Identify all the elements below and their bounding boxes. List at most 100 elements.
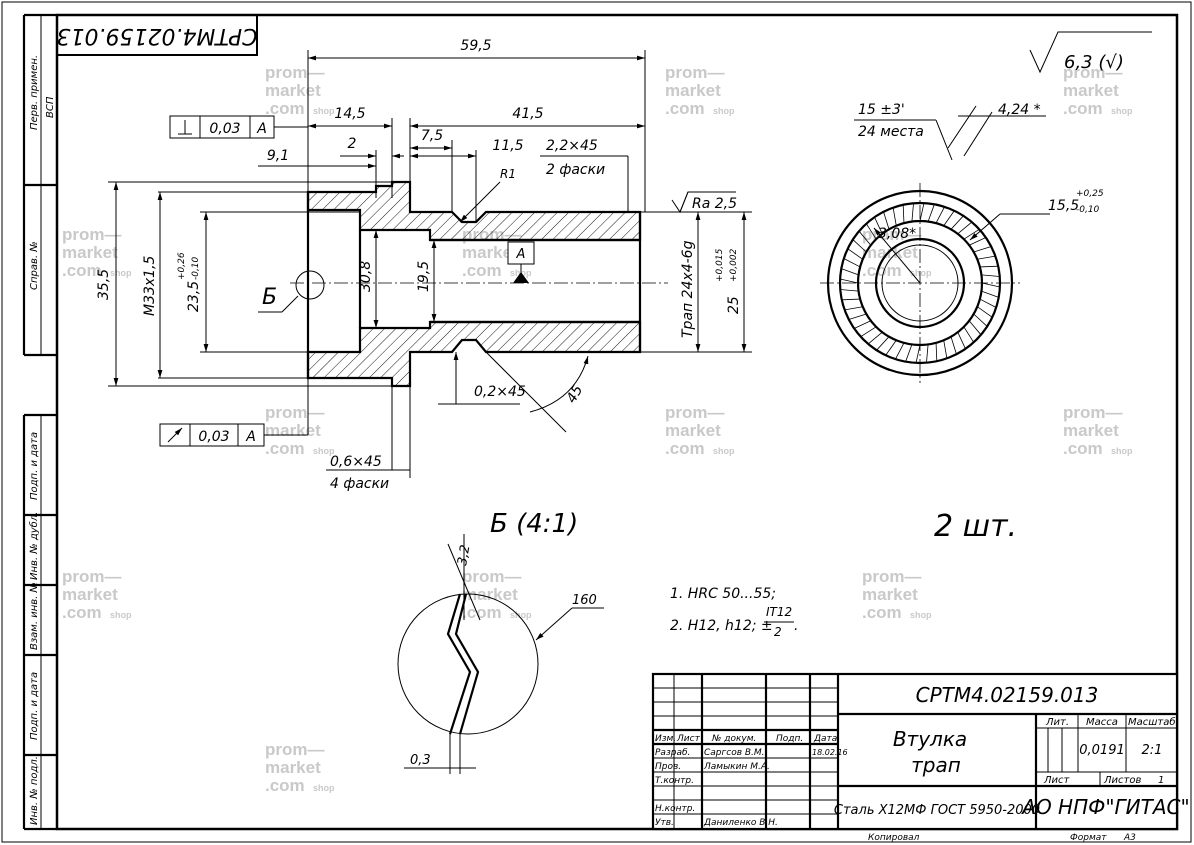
gear-tooth	[876, 336, 890, 351]
detail-view-b: Б (4:1) 3,2 160 0,3	[397, 509, 604, 774]
svg-text:.com: .com	[862, 261, 902, 280]
gear-tooth	[911, 203, 914, 222]
dim-chamfer-2-2: 2,2×45	[546, 138, 598, 154]
watermark: prom— market .com shop	[1063, 403, 1133, 458]
dim-11-5: 11,5	[492, 138, 523, 154]
gear-tooth	[981, 282, 1000, 288]
watermark: prom— market .com shop	[665, 63, 735, 118]
dim-7-5: 7,5	[421, 128, 443, 144]
gear-tooth	[919, 203, 925, 222]
gear-tooth	[935, 342, 938, 362]
title-name-line2: трап	[911, 753, 961, 777]
svg-text:Утв.: Утв.	[655, 818, 674, 828]
svg-text:shop: shop	[713, 106, 735, 116]
gear-tooth	[977, 306, 993, 318]
gear-tooth	[979, 265, 999, 268]
svg-text:.com: .com	[665, 439, 705, 458]
watermark: prom— market .com shop	[862, 567, 932, 622]
dim-23-5-tol-up: +0,26	[177, 252, 187, 280]
svg-text:Пров.: Пров.	[655, 762, 681, 772]
roughness-general-text: 6,3 (√)	[1064, 52, 1124, 73]
section-lower-half	[306, 320, 642, 388]
svg-text:Подп.: Подп.	[776, 734, 803, 744]
dim-35-5: 35,5	[96, 269, 112, 300]
note-1: 1. HRC 50...55;	[670, 586, 776, 602]
dim-30-8: 30,8	[358, 261, 374, 292]
svg-text:prom—: prom—	[265, 403, 325, 422]
svg-text:shop: shop	[910, 610, 932, 620]
svg-text:0,03: 0,03	[209, 121, 240, 137]
dim-25: 25	[726, 296, 742, 314]
dim-angle-15: 15 ±3'	[858, 102, 905, 118]
gear-tooth	[902, 204, 905, 224]
gear-tooth	[969, 237, 986, 246]
gear-tooth	[963, 326, 975, 343]
svg-text:market: market	[462, 243, 518, 262]
detail-dim-3-2: 3,2	[455, 544, 473, 567]
dim-places-24: 24 места	[858, 124, 924, 140]
gear-tooth	[883, 211, 890, 230]
gear-tooth	[885, 340, 897, 356]
svg-text:shop: shop	[313, 106, 335, 116]
svg-text:.com: .com	[1063, 439, 1103, 458]
title-block: Изм. Лист № докум. Подп. Дата Разраб. Са…	[651, 672, 1190, 831]
svg-text:Т.контр.: Т.контр.	[655, 776, 694, 786]
dim-15-5: 15,5	[1048, 198, 1079, 214]
dim-15-5-tol-up: +0,25	[1076, 189, 1104, 199]
svg-text:Лист: Лист	[1043, 775, 1071, 786]
kopiroval-label: Копировал	[868, 833, 920, 843]
dim-19-5: 19,5	[416, 261, 432, 292]
title-material: Сталь Х12МФ ГОСТ 5950-2000	[834, 803, 1040, 818]
dim-23-5: 23,5	[186, 281, 202, 312]
svg-text:А: А	[245, 429, 256, 445]
gear-tooth	[854, 320, 871, 329]
svg-text:shop: shop	[910, 268, 932, 278]
gear-tooth	[895, 342, 905, 360]
gear-tooth	[844, 306, 863, 311]
gear-tooth	[977, 255, 996, 260]
svg-text:.com: .com	[265, 776, 305, 795]
svg-text:.com: .com	[1063, 99, 1103, 118]
dim-23-5-tol-dn: -0,10	[191, 256, 201, 280]
gear-tooth	[841, 298, 861, 301]
watermark: prom— market .com shop	[665, 403, 735, 458]
svg-text:№ докум.: № докум.	[711, 734, 756, 744]
dim-chamfer-0-2: 0,2×45	[474, 384, 526, 400]
svg-text:prom—: prom—	[1063, 403, 1123, 422]
svg-text:shop: shop	[313, 446, 335, 456]
gear-tooth	[860, 326, 877, 338]
note-2-den: 2	[774, 625, 782, 639]
svg-text:.com: .com	[265, 99, 305, 118]
dim-chamfer-0-6: 0,6×45	[330, 454, 382, 470]
svg-text:prom—: prom—	[665, 63, 725, 82]
format-value: А3	[1123, 833, 1136, 843]
gear-tooth	[843, 258, 861, 268]
svg-text:.com: .com	[462, 603, 502, 622]
perv-primen-value: ВСП	[45, 96, 56, 118]
dim-trap: Трап 24х4-6g	[680, 240, 696, 338]
dim-59-5: 59,5	[460, 38, 491, 54]
title-company: АО НПФ"ГИТАС"	[1020, 795, 1189, 819]
svg-text:market: market	[265, 758, 321, 777]
dim-15-5-tol-dn: -0,10	[1076, 205, 1100, 215]
format-label: Формат	[1070, 833, 1107, 843]
dim-14-5: 14,5	[334, 106, 365, 122]
svg-text:shop: shop	[110, 268, 132, 278]
gear-tooth	[840, 289, 859, 292]
gear-tooth	[841, 268, 859, 276]
svg-text:.com: .com	[265, 439, 305, 458]
gear-tooth	[981, 274, 1000, 277]
svg-text:market: market	[665, 421, 721, 440]
watermark: prom— market .com shop	[1063, 63, 1133, 118]
top-stamp: СРТМ4.02159.013	[56, 14, 258, 56]
gear-tooth	[905, 344, 913, 362]
detail-dim-0-3: 0,3	[410, 753, 431, 768]
svg-text:shop: shop	[510, 610, 532, 620]
gear-tooth	[840, 278, 859, 284]
svg-text:prom—: prom—	[1063, 63, 1123, 82]
technical-notes: 1. HRC 50...55; 2. H12, h12; ± IT12 2 .	[670, 586, 798, 639]
inv-podl-label: Инв. № подл.	[29, 756, 40, 825]
detail-title: Б (4:1)	[490, 509, 578, 539]
left-strip: Перв. примен. ВСП Справ. № Подп. и дата …	[22, 13, 57, 831]
